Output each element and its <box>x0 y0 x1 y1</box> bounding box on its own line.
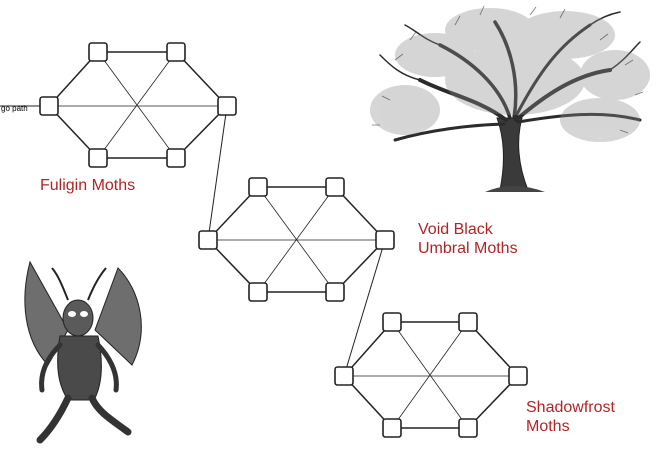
fuligin-node-4 <box>166 148 186 168</box>
graph-connector-edge <box>343 239 386 377</box>
label-line: Umbral Moths <box>418 240 518 257</box>
void-black-node-2 <box>325 177 345 197</box>
shadowfrost-node-2 <box>458 312 478 332</box>
oak-tree-sketch <box>370 5 650 192</box>
void-black-node-5 <box>248 282 268 302</box>
mothman-sketch <box>24 260 142 444</box>
void-black-node-4 <box>325 282 345 302</box>
shadowfrost-node-1 <box>382 312 402 332</box>
fuligin-node-1 <box>88 42 108 62</box>
go-path-label: go path <box>1 104 28 113</box>
fuligin-diagonal-edge <box>97 51 177 159</box>
fuligin-node-2 <box>166 42 186 62</box>
graph-connector-edge <box>207 105 228 241</box>
void-black-node-3 <box>375 230 395 250</box>
void-black-node-1 <box>248 177 268 197</box>
label-fuligin-moths: Fuligin Moths <box>40 176 135 195</box>
fuligin-node-5 <box>88 148 108 168</box>
shadowfrost-node-4 <box>458 418 478 438</box>
label-shadowfrost-moths: Shadowfrost Moths <box>526 398 615 436</box>
label-line: Void Black <box>418 221 493 238</box>
fuligin-node-6 <box>39 96 59 116</box>
fuligin-node-3 <box>217 96 237 116</box>
void-black-diagonal-edge <box>257 186 336 293</box>
void-black-node-6 <box>198 230 218 250</box>
label-line: Moths <box>526 418 570 435</box>
graph-nodes <box>39 42 528 438</box>
shadowfrost-diagonal-edge <box>391 321 469 429</box>
label-line: Fuligin Moths <box>40 177 136 194</box>
shadowfrost-node-6 <box>334 366 354 386</box>
shadowfrost-node-3 <box>508 366 528 386</box>
shadowfrost-node-5 <box>382 418 402 438</box>
label-line: Shadowfrost <box>526 399 615 416</box>
label-void-black-umbral-moths: Void Black Umbral Moths <box>418 220 518 258</box>
